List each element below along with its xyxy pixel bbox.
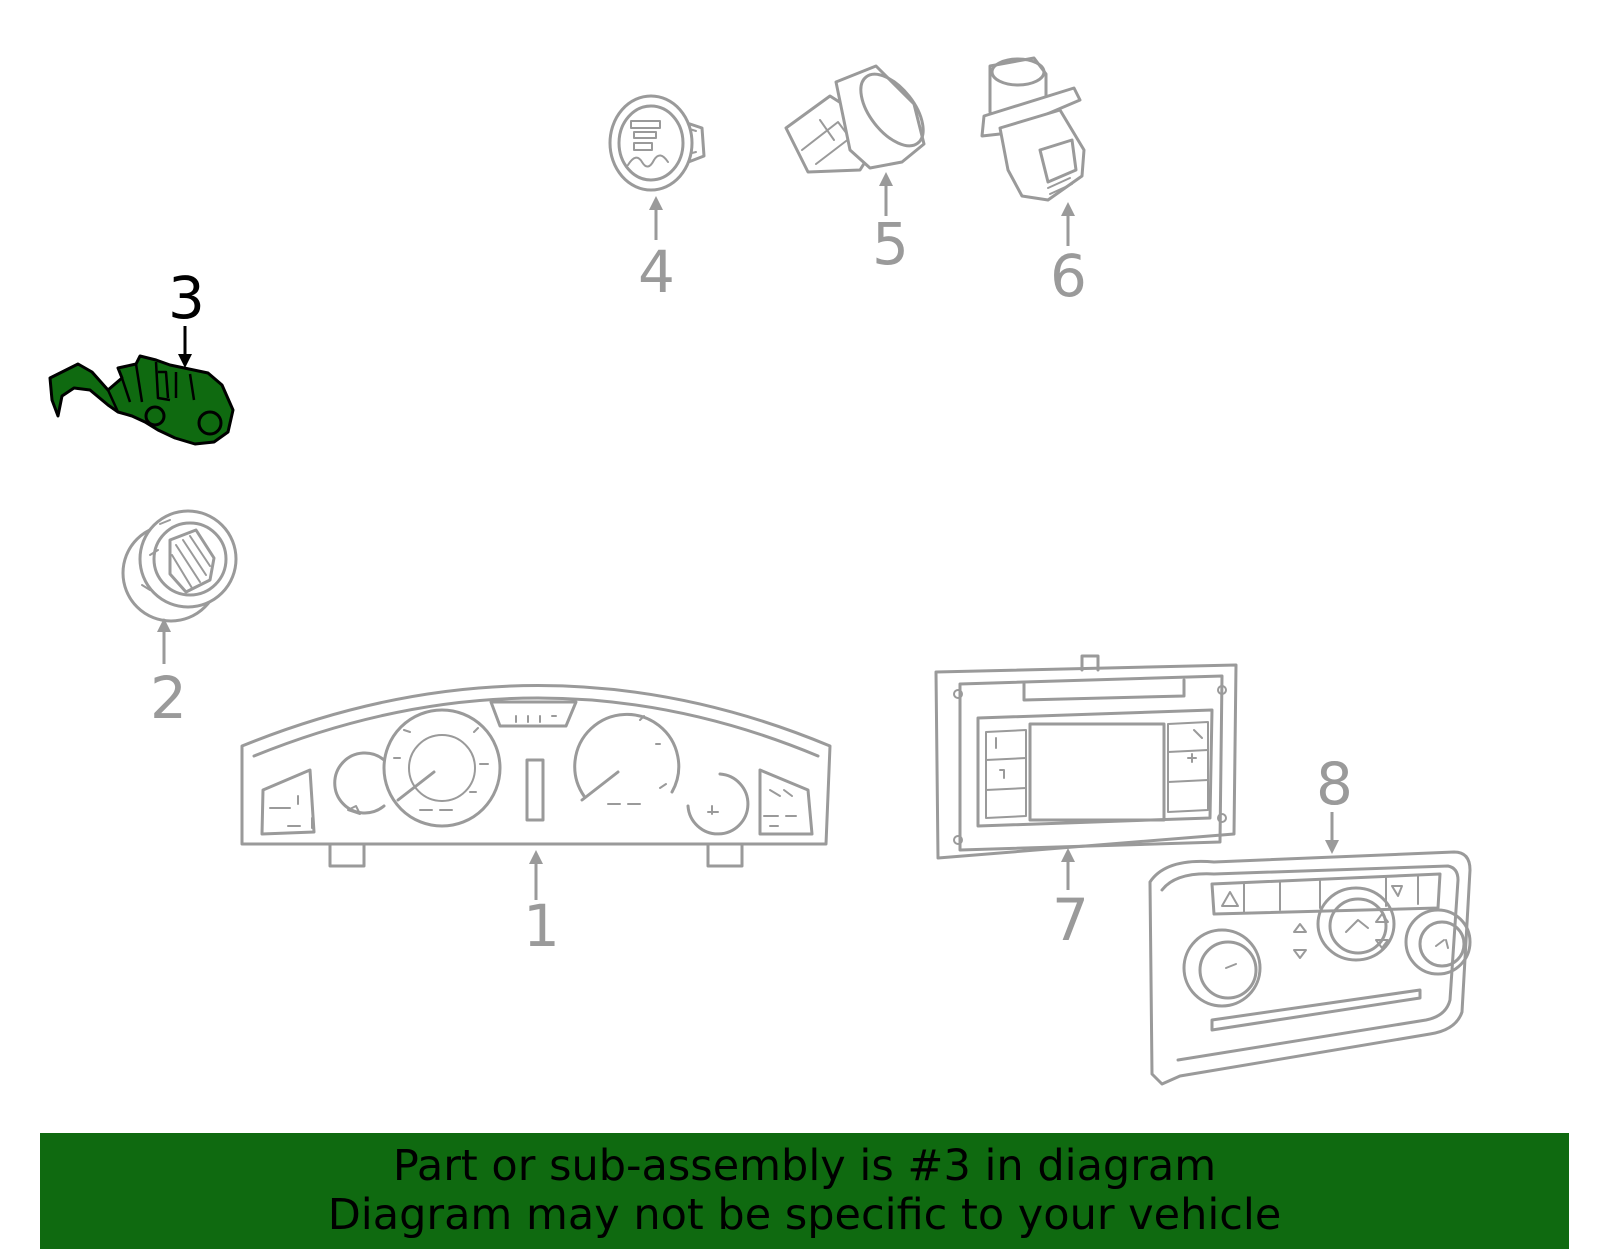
part-8-climate-control[interactable] bbox=[1148, 850, 1472, 1086]
callout-number-6[interactable]: 6 bbox=[1050, 242, 1087, 310]
callout-arrow-6 bbox=[1061, 202, 1075, 246]
part-5-ignition-switch[interactable] bbox=[784, 63, 935, 174]
callout-number-2[interactable]: 2 bbox=[150, 664, 187, 732]
part-3-switch[interactable] bbox=[48, 354, 235, 446]
callout-arrow-2 bbox=[157, 618, 171, 664]
callout-number-7[interactable]: 7 bbox=[1052, 886, 1089, 954]
part-7-radio-display[interactable] bbox=[934, 654, 1238, 860]
callout-arrow-1 bbox=[529, 850, 543, 900]
callout-arrow-3 bbox=[178, 326, 192, 368]
callout-arrow-7 bbox=[1061, 848, 1075, 890]
part-1-instrument-cluster[interactable] bbox=[240, 684, 832, 868]
callout-number-1[interactable]: 1 bbox=[523, 892, 560, 960]
callout-arrow-5 bbox=[879, 172, 893, 216]
banner-line-part: Part or sub-assembly is #3 in diagram bbox=[392, 1141, 1217, 1191]
banner-line-disclaimer: Diagram may not be specific to your vehi… bbox=[327, 1190, 1282, 1240]
callout-number-4[interactable]: 4 bbox=[638, 238, 675, 306]
callout-number-8[interactable]: 8 bbox=[1316, 750, 1353, 818]
part-6-lock-cylinder[interactable] bbox=[980, 56, 1086, 202]
callout-arrow-8 bbox=[1325, 812, 1339, 854]
callout-number-5[interactable]: 5 bbox=[872, 210, 909, 278]
info-banner: Part or sub-assembly is #3 in diagram Di… bbox=[40, 1133, 1569, 1249]
callout-number-3[interactable]: 3 bbox=[168, 264, 205, 332]
part-4-push-switch[interactable] bbox=[608, 94, 706, 192]
callout-arrow-4 bbox=[649, 196, 663, 240]
part-2-headlamp-switch[interactable] bbox=[121, 509, 238, 623]
